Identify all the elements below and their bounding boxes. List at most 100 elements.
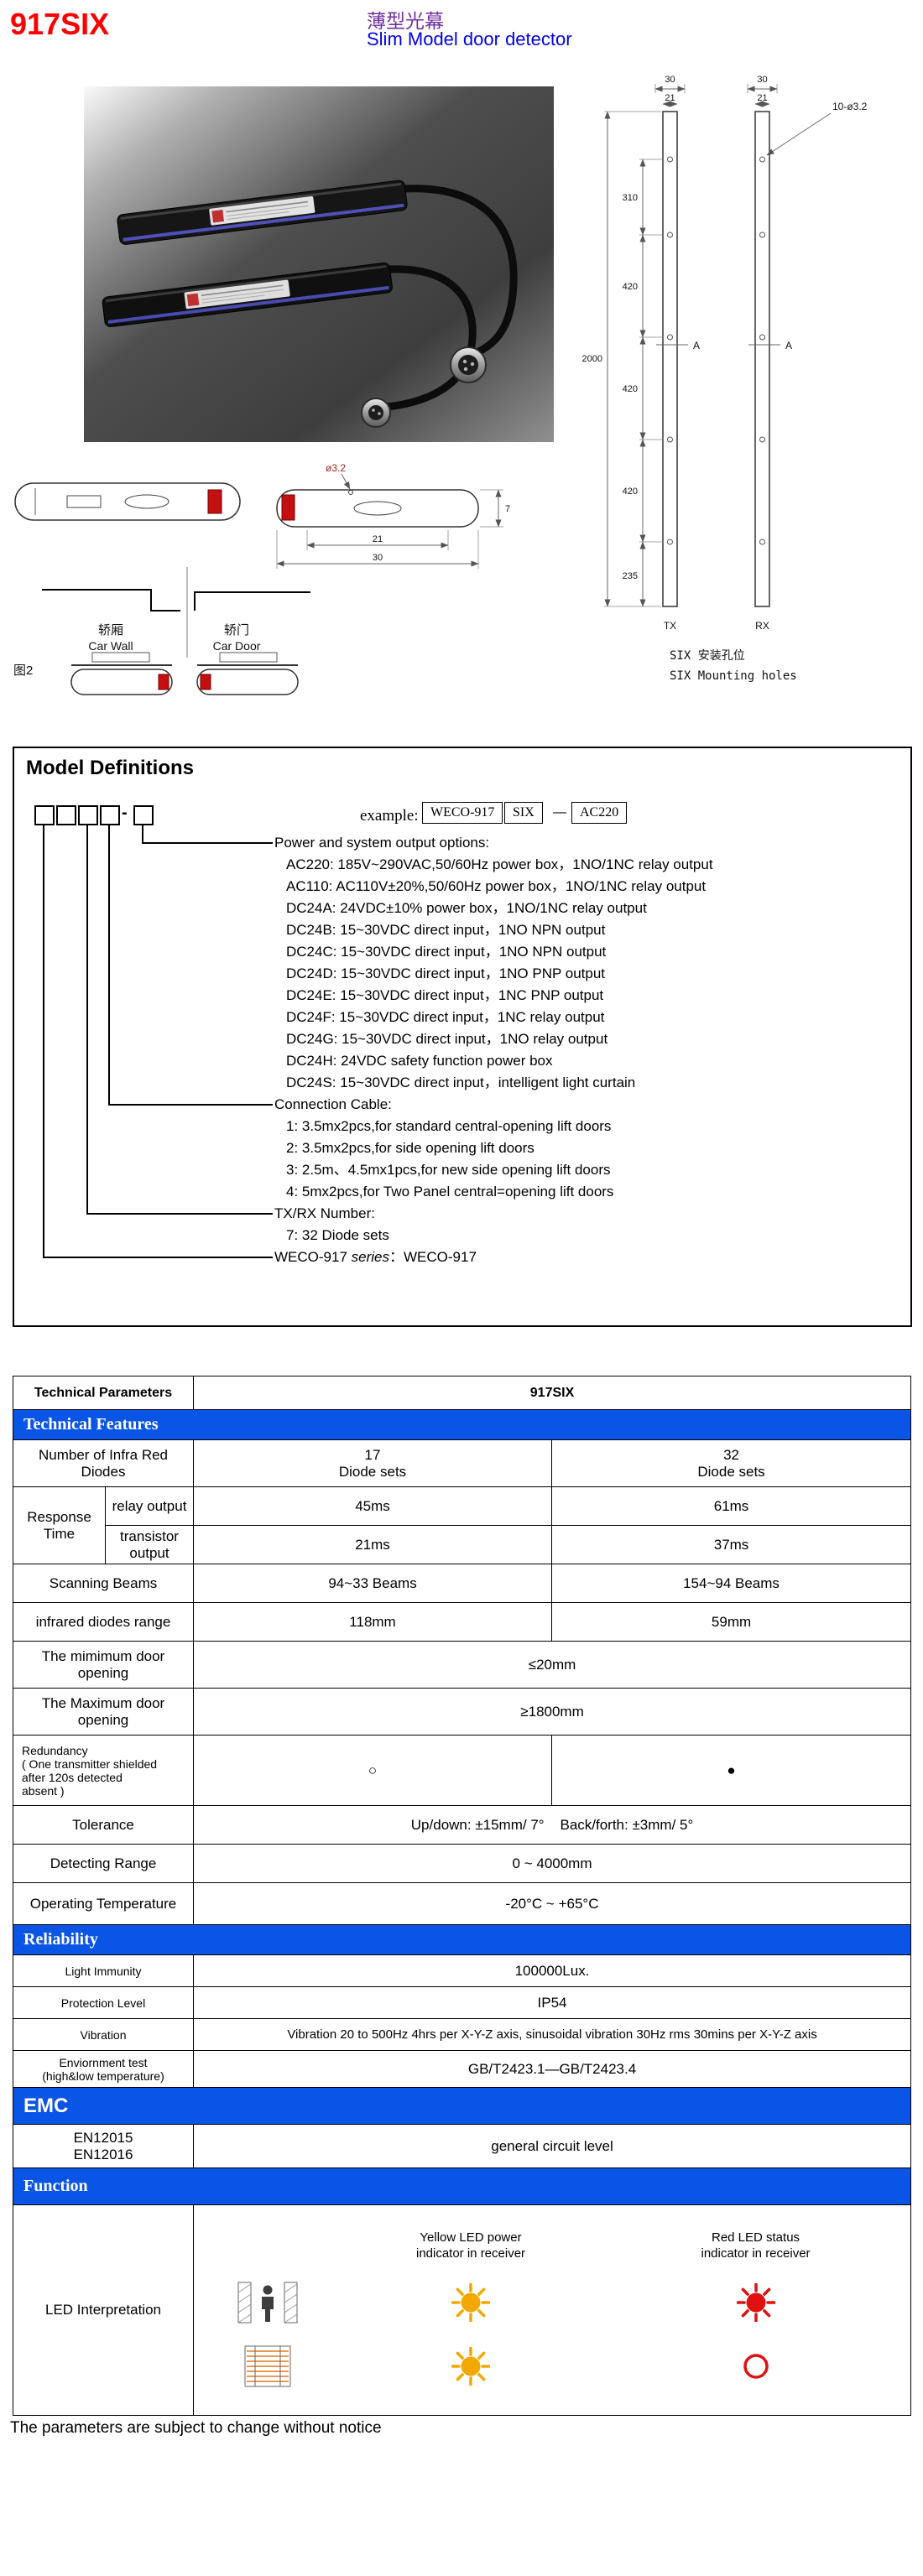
row-label-protection-level: Protection Level — [12, 1986, 195, 2019]
yellow-led-on-icon-2 — [451, 2347, 491, 2386]
option-dc24c: DC24C: 15~30VDC direct input，1NO NPN out… — [286, 944, 607, 960]
row-label-tolerance: Tolerance — [12, 1805, 195, 1845]
option-ac110: AC110: AC110V±20%,50/60Hz power box，1NO/… — [286, 878, 707, 894]
series-word: series — [351, 1249, 389, 1265]
value-transistor-b: 37ms — [551, 1525, 912, 1564]
value-vibration: Vibration 20 to 500Hz 4hrs per X-Y-Z axi… — [193, 2018, 912, 2051]
example-dash: — — [553, 805, 566, 820]
dim-30-section: 30 — [373, 553, 383, 563]
code-box-3 — [78, 805, 98, 825]
code-box-4 — [100, 805, 120, 825]
red-led-off-icon — [743, 2354, 769, 2379]
value-min-opening: ≤20mm — [193, 1641, 912, 1689]
option-series: WECO-917 series：WECO-917 — [274, 1246, 895, 1268]
tree-line — [142, 824, 143, 844]
option-cable-1: 1: 3.5mx2pcs,for standard central-openin… — [286, 1118, 612, 1134]
value-relay-b: 61ms — [551, 1486, 912, 1526]
value-range-b: 59mm — [551, 1602, 912, 1642]
section-a-right: A — [785, 340, 792, 351]
profile-right — [276, 489, 479, 528]
holes-callout: 10-ø3.2 — [832, 101, 868, 112]
din-connector-bottom — [361, 398, 391, 428]
mounting-holes — [667, 156, 765, 545]
red-led-on-icon — [736, 2283, 775, 2322]
sill-schematic — [42, 589, 310, 611]
tree-line — [142, 842, 273, 844]
series-pre: WECO-917 — [274, 1249, 352, 1265]
redundancy-filled-circle: ● — [551, 1735, 912, 1806]
value-protection-level: IP54 — [193, 1986, 912, 2019]
detector-bar-bottom — [102, 262, 393, 328]
car-wall-label-en: Car Wall — [88, 639, 133, 653]
value-transistor-a: 21ms — [193, 1525, 553, 1564]
row-label-min-opening: The mimimum door opening — [12, 1641, 195, 1689]
cable-bottom — [383, 265, 477, 411]
dim-2000: 2000 — [582, 354, 602, 364]
value-en-standards: general circuit level — [193, 2124, 912, 2168]
model-definitions-title: Model Definitions — [26, 757, 194, 779]
series-post: ：WECO-917 — [389, 1249, 477, 1265]
tree-line — [43, 1257, 273, 1258]
value-max-opening: ≥1800mm — [193, 1688, 912, 1736]
sub-label-relay-output: relay output — [104, 1486, 195, 1526]
row-label-diodes: Number of Infra Red Diodes — [12, 1439, 195, 1487]
option-dc24h: DC24H: 24VDC safety function power box — [286, 1053, 553, 1069]
row-label-max-opening: The Maximum door opening — [12, 1688, 195, 1736]
dim-235: 235 — [623, 571, 638, 581]
tree-line — [43, 824, 44, 1258]
drawing-caption-en: SIX Mounting holes — [670, 669, 797, 683]
example-box-type: SIX — [504, 802, 543, 824]
tree-line — [108, 1104, 273, 1106]
option-cable-2: 2: 3.5mx2pcs,for side opening lift doors — [286, 1140, 535, 1156]
option-dc24e: DC24E: 15~30VDC direct input，1NC PNP out… — [286, 987, 604, 1003]
value-tolerance: Up/down: ±15mm/ 7° Back/forth: ±3mm/ 5° — [193, 1805, 912, 1845]
code-box-5 — [133, 805, 154, 825]
profile-left — [14, 482, 241, 521]
option-dc24b: DC24B: 15~30VDC direct input，1NO NPN out… — [286, 922, 606, 938]
red-led-header: Red LED status indicator in receiver — [701, 2230, 811, 2261]
photo-background — [84, 86, 554, 442]
page-title-chinese: 薄型光幕 — [367, 10, 444, 32]
figure-2-label: 图2 — [13, 664, 33, 678]
option-group-power: Power and system output options: — [274, 835, 490, 851]
mounting-drawing: 30 21 30 21 10-ø3.2 310 420 420 420 235 … — [582, 75, 868, 683]
tree-line — [86, 824, 88, 1215]
page-title-english: Slim Model door detector — [367, 29, 572, 49]
dim-dia-3-2: ø3.2 — [326, 462, 346, 474]
technical-parameters-table: Technical Parameters 917SIX Technical Fe… — [12, 1376, 912, 2416]
model-definitions-box: Model Definitions - example: WECO-917 SI… — [13, 747, 912, 1327]
tree-line — [86, 1213, 273, 1215]
rx-bar — [754, 111, 770, 607]
band-technical-features: Technical Features — [12, 1409, 912, 1440]
lens-red-right-profile — [281, 494, 295, 521]
page-title-model: 917SIX — [10, 7, 110, 41]
door-open-person-icon — [237, 2282, 298, 2324]
dim-7-section: 7 — [505, 504, 510, 514]
row-label-scanning-beams: Scanning Beams — [12, 1564, 195, 1603]
example-box-power: AC220 — [571, 802, 628, 824]
footer-disclaimer: The parameters are subject to change wit… — [10, 2419, 382, 2437]
cable-top — [400, 185, 518, 362]
option-dc24a: DC24A: 24VDC±10% power box，1NO/1NC relay… — [286, 900, 647, 916]
dim-30-rx: 30 — [757, 75, 767, 85]
dim-420-1: 420 — [623, 282, 638, 292]
row-label-light-immunity: Light Immunity — [12, 1954, 195, 1987]
dim-21-tx: 21 — [665, 93, 675, 103]
product-photo — [84, 86, 554, 442]
option-dc24f: DC24F: 15~30VDC direct input，1NC relay o… — [286, 1009, 605, 1025]
tx-bar — [662, 111, 678, 607]
value-light-immunity: 100000Lux. — [193, 1954, 912, 1987]
value-temperature: -20°C ~ +65°C — [193, 1882, 912, 1925]
dim-21-section: 21 — [373, 534, 383, 544]
yellow-led-header: Yellow LED power indicator in receiver — [415, 2230, 526, 2261]
car-wall-label-cn: 轿厢 — [98, 623, 123, 637]
cross-section-figure: ø3.2 21 30 7 轿厢 Car Wall 轿门 Car Door 图2 — [13, 462, 510, 695]
led-interpretation-panel: Yellow LED power indicator in receiver R… — [195, 2222, 910, 2398]
value-diodes-32: 32 Diode sets — [551, 1439, 912, 1487]
value-detecting-range: 0 ~ 4000mm — [193, 1844, 912, 1883]
dim-310: 310 — [623, 193, 638, 203]
dim-21-rx: 21 — [757, 93, 767, 103]
option-cable-3: 3: 2.5m、4.5mx1pcs,for new side opening l… — [286, 1162, 611, 1178]
row-label-vibration: Vibration — [12, 2018, 195, 2051]
